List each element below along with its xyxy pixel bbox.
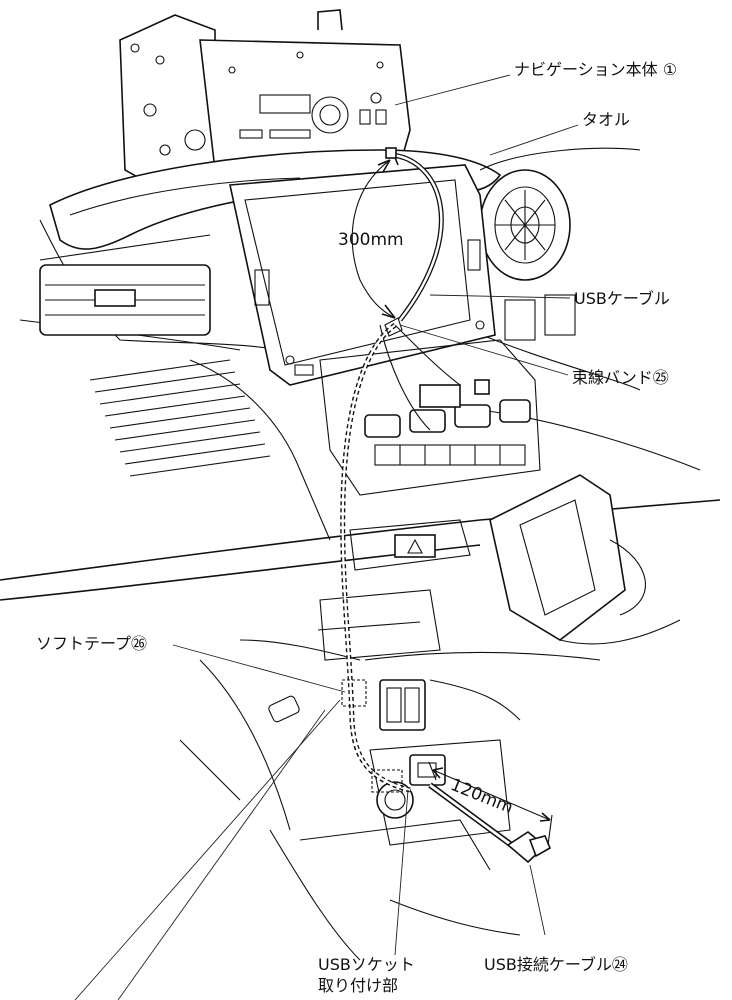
towel-label: タオル <box>582 110 631 129</box>
hidden-cable-route <box>340 322 411 793</box>
usb-socket-label-line1: USBソケット <box>318 955 415 974</box>
cable-tie-label: 束線バンド㉕ <box>572 368 669 387</box>
navigation-unit-label: ナビゲーション本体 ① <box>514 60 678 79</box>
ac-vent-right <box>469 147 641 391</box>
cable-tie <box>384 317 403 337</box>
usb-cable-route <box>385 147 444 322</box>
usb-connection-cable-label: USB接続ケーブル㉔ <box>484 955 628 974</box>
dimension-300mm-label: 300mm <box>338 230 404 250</box>
navigation-unit <box>119 9 411 196</box>
dashboard <box>0 219 721 601</box>
usb-socket-label-line2: 取り付け部 <box>318 976 399 995</box>
hazard-panel <box>349 519 471 571</box>
nav-opening <box>229 164 496 386</box>
console-right <box>489 474 681 645</box>
usb-cable-label: USBケーブル <box>574 289 670 308</box>
lower-console <box>179 589 601 961</box>
dimension-300mm <box>351 159 396 319</box>
soft-tape-label: ソフトテープ㉖ <box>36 634 148 653</box>
center-panel <box>319 324 541 496</box>
dimension-120mm <box>428 761 553 846</box>
usb-connection-cable <box>428 782 552 864</box>
leader-lines <box>74 74 579 1000</box>
